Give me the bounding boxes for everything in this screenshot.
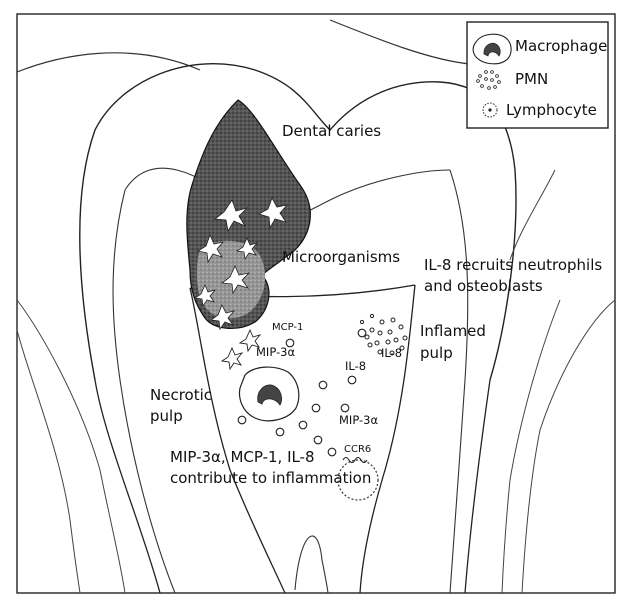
neighbor-left-root xyxy=(17,300,125,593)
legend-pmn-label: PMN xyxy=(515,70,548,88)
label-il8-recruits-1: IL-8 recruits neutrophils xyxy=(424,256,602,274)
root-canal-middle xyxy=(295,536,328,593)
neighbor-right-root2 xyxy=(502,300,560,593)
label-contribute-2: contribute to inflammation xyxy=(170,469,371,487)
neighbor-right-line xyxy=(510,170,555,260)
label-il8-recruits-2: and osteoblasts xyxy=(424,277,543,295)
label-microorganisms: Microorganisms xyxy=(282,248,400,266)
legend-lymphocyte-label: Lymphocyte xyxy=(506,101,597,119)
legend-macrophage-label: Macrophage xyxy=(515,37,607,55)
neighbor-right-root xyxy=(522,300,615,593)
label-necrotic-2: pulp xyxy=(150,407,183,425)
label-ccr6: CCR6 xyxy=(344,444,371,455)
ccr6-receptor xyxy=(343,458,367,463)
root-right-inner xyxy=(450,170,468,593)
chemokine-star xyxy=(222,348,242,369)
label-il8-left: IL-8 xyxy=(345,359,366,373)
label-il8-right: IL-8 xyxy=(381,346,402,360)
label-inflamed-1: Inflamed xyxy=(420,322,486,340)
macrophage-cell xyxy=(240,367,299,421)
neighbor-left-root2 xyxy=(17,330,80,593)
legend: Macrophage PMN Lymphocyte xyxy=(467,22,608,128)
label-inflamed-2: pulp xyxy=(420,344,453,362)
gum-line-right xyxy=(330,20,470,64)
label-mip3a-lower: MIP-3α xyxy=(339,413,378,427)
label-mip3a-upper: MIP-3α xyxy=(256,345,295,359)
label-dental-caries: Dental caries xyxy=(282,122,381,140)
macrophage-icon xyxy=(473,34,511,64)
root-right-outer xyxy=(465,380,490,593)
chemokine-signals xyxy=(222,330,260,369)
label-necrotic-1: Necrotic xyxy=(150,386,212,404)
label-mcp1: MCP-1 xyxy=(272,322,303,333)
label-contribute-1: MIP-3α, MCP-1, IL-8 xyxy=(170,448,315,466)
